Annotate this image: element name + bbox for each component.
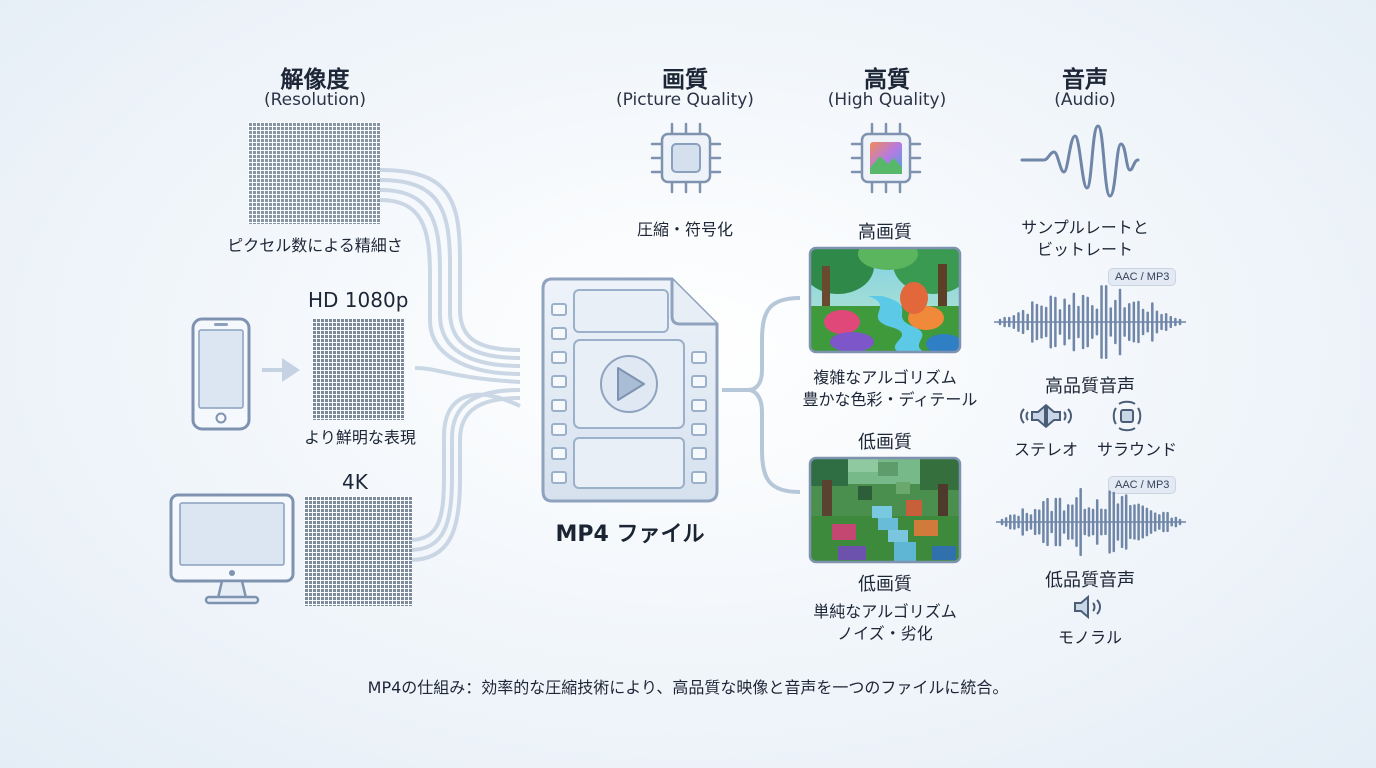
- surround-icon: [1112, 400, 1142, 432]
- image-chip-icon: [850, 122, 922, 194]
- smartphone-icon: [191, 317, 251, 431]
- low-quality-desc-1: 単純なアルゴリズム: [813, 602, 957, 621]
- speaker-icon: [1074, 594, 1101, 620]
- video-file-icon: [541, 277, 719, 503]
- k4-label: 4K: [342, 470, 368, 494]
- resolution-subtitle: (Resolution): [263, 90, 367, 110]
- chip-icon: [650, 122, 722, 194]
- monitor-icon: [169, 493, 295, 605]
- hd-caption: より鮮明な表現: [304, 428, 416, 447]
- high-quality-audio-label: 高品質音声: [1045, 376, 1135, 397]
- high-quality-subtitle: (High Quality): [827, 90, 947, 110]
- play-icon: [617, 367, 645, 401]
- high-quality-title: 高質: [864, 67, 910, 93]
- low-quality-label: 低画質: [858, 574, 912, 595]
- hd-label: HD 1080p: [308, 288, 409, 312]
- stereo-speaker-icon: [1020, 403, 1072, 429]
- quality-bracket: [722, 296, 801, 494]
- low-quality-waveform: [996, 487, 1186, 557]
- low-quality-image: [808, 456, 962, 564]
- stereo-label: ステレオ: [1013, 440, 1078, 459]
- audio-codec-badge-2: AAC / MP3: [1108, 476, 1177, 494]
- resolution-pixel-grid: [248, 122, 380, 224]
- high-quality-label: 高画質: [858, 222, 912, 243]
- k4-pixel-grid: [304, 496, 412, 606]
- high-quality-waveform: [994, 284, 1186, 360]
- high-quality-desc-2: 豊かな色彩・ディテール: [802, 390, 978, 409]
- low-quality-top-label: 低画質: [858, 432, 912, 453]
- mono-label: モノラル: [1057, 628, 1122, 647]
- high-quality-desc-1: 複雑なアルゴリズム: [813, 368, 957, 387]
- audio-title: 音声: [1062, 67, 1108, 93]
- hd-pixel-grid: [312, 318, 404, 420]
- picture-quality-caption: 圧縮・符号化: [636, 220, 733, 239]
- picture-quality-title: 画質: [662, 67, 708, 93]
- resolution-streams: [379, 168, 521, 562]
- footer-summary: MP4の仕組み：効率的な圧縮技術により、高品質な映像と音声を一つのファイルに統合…: [367, 678, 1009, 697]
- resolution-title: 解像度: [280, 67, 350, 93]
- picture-quality-subtitle: (Picture Quality): [616, 90, 754, 110]
- audio-wave-icon: [1020, 124, 1140, 198]
- low-quality-desc-2: ノイズ・劣化: [837, 624, 933, 643]
- mp4-file-label: MP4 ファイル: [555, 522, 705, 547]
- audio-codec-badge-1: AAC / MP3: [1108, 268, 1177, 286]
- audio-caption-2: ビットレート: [1036, 240, 1133, 259]
- audio-caption-1: サンプルレートと: [1021, 218, 1149, 237]
- low-quality-audio-label: 低品質音声: [1045, 570, 1135, 591]
- arrow-right-icon: [262, 358, 300, 382]
- high-quality-image: [808, 246, 962, 354]
- resolution-caption: ピクセル数による精細さ: [227, 236, 403, 255]
- audio-subtitle: (Audio): [1054, 90, 1116, 110]
- surround-label: サラウンド: [1096, 440, 1177, 459]
